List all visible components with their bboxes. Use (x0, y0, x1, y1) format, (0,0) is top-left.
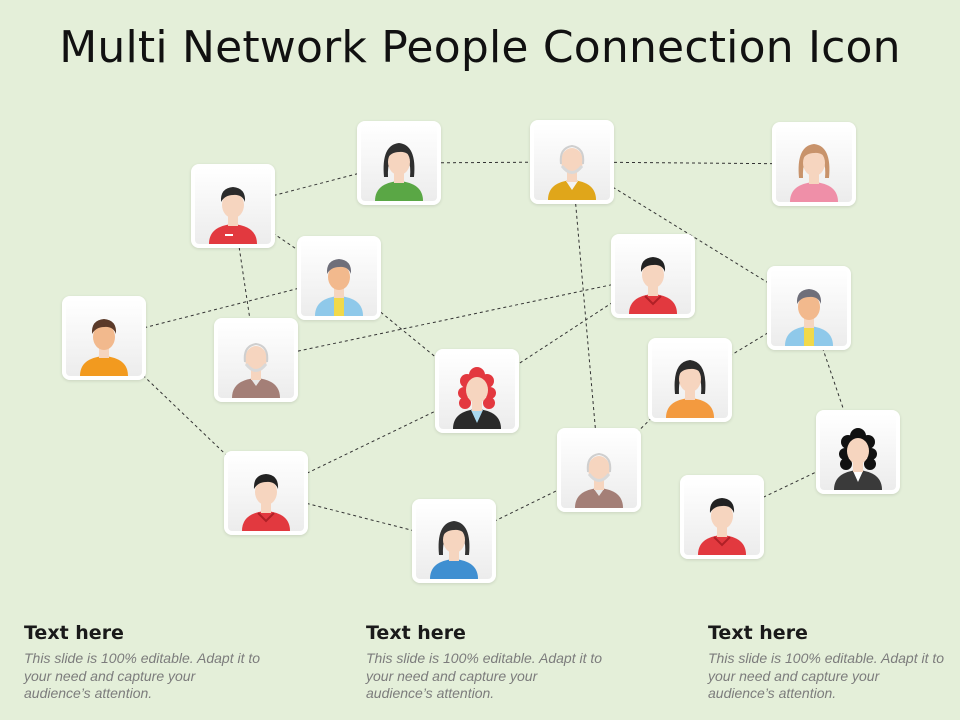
connector-line (255, 275, 654, 361)
person-card (224, 451, 308, 535)
person-card (648, 338, 732, 422)
woman-blue-top-icon (430, 521, 478, 579)
bald-man-yellow-jacket-icon (548, 144, 596, 200)
person-card (357, 121, 441, 205)
person-card (412, 499, 496, 583)
person-card (772, 122, 856, 206)
person-card (191, 164, 275, 248)
man-orange-shirt-icon (80, 319, 128, 376)
column-heading: Text here (708, 622, 808, 644)
person-card (435, 349, 519, 433)
woman-pink-top-icon (790, 144, 838, 202)
column-body: This slide is 100% editable. Adapt it to… (708, 650, 945, 701)
person-card (62, 296, 146, 380)
person-card (214, 318, 298, 402)
text-column-3: Text here This slide is 100% editable. A… (708, 622, 948, 703)
column-heading: Text here (366, 622, 466, 644)
man-red-hoodie-icon (629, 257, 677, 314)
text-column-1: Text here This slide is 100% editable. A… (24, 622, 264, 703)
slide-title: Multi Network People Connection Icon (59, 22, 901, 73)
woman-orange-top-icon (666, 360, 714, 418)
column-body: This slide is 100% editable. Adapt it to… (24, 650, 261, 701)
person-card (767, 266, 851, 350)
person-card (297, 236, 381, 320)
column-body: This slide is 100% editable. Adapt it to… (366, 650, 603, 701)
column-heading: Text here (24, 622, 124, 644)
person-card (530, 120, 614, 204)
connector-line (232, 162, 400, 207)
bald-man-brown-jacket-icon (575, 452, 623, 508)
woman-red-hair-black-jacket-icon (453, 367, 501, 429)
connector-line (571, 161, 600, 471)
man-red-hoodie-icon (698, 498, 746, 555)
person-card (680, 475, 764, 559)
man-red-shirt-icon (209, 187, 257, 244)
person-card (611, 234, 695, 318)
connector-line (571, 161, 815, 165)
text-column-2: Text here This slide is 100% editable. A… (366, 622, 606, 703)
man-red-hoodie-icon (242, 474, 290, 531)
man-blue-jacket-icon (315, 259, 363, 316)
man-blue-jacket-icon (785, 289, 833, 346)
person-card (816, 410, 900, 494)
connector-line (103, 277, 340, 339)
bald-man-brown-jacket-icon (232, 342, 280, 398)
person-card (557, 428, 641, 512)
woman-green-top-icon (375, 143, 423, 201)
woman-curly-hair-icon (834, 428, 882, 490)
